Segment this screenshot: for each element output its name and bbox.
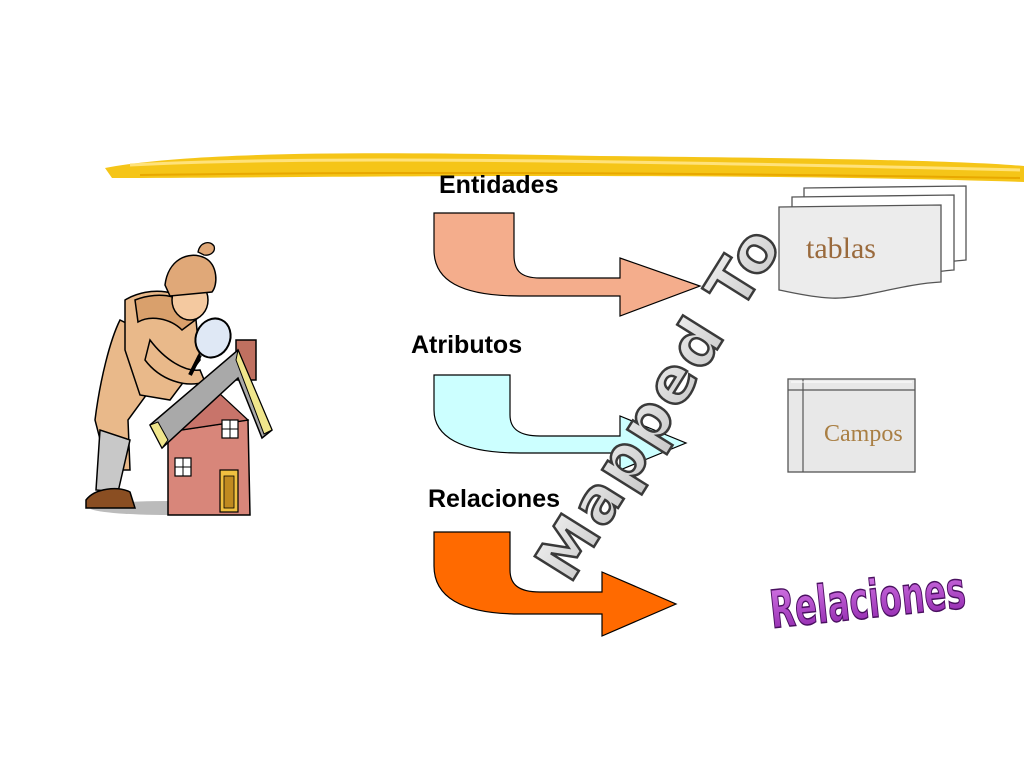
- campos-box: [787, 378, 916, 473]
- highlighter-stroke: [105, 153, 1024, 182]
- house-clipart-icon: [149, 339, 273, 516]
- relaciones-label: Relaciones: [428, 485, 561, 513]
- detective-clipart-icon: [85, 241, 250, 515]
- mapped-to-wordart: Mapped To: [521, 212, 797, 593]
- entidades-label: Entidades: [439, 171, 559, 199]
- tablas-label: tablas: [806, 232, 876, 265]
- tablas-document-stack: [778, 185, 967, 299]
- relaciones-arrow: [433, 531, 678, 637]
- campos-label: Campos: [824, 421, 903, 447]
- relaciones-wordart: Relaciones: [767, 561, 968, 641]
- entidades-arrow: [433, 212, 702, 317]
- atributos-arrow: [433, 374, 688, 471]
- atributos-label: Atributos: [411, 331, 523, 359]
- magnifying-glass-icon: [188, 317, 232, 376]
